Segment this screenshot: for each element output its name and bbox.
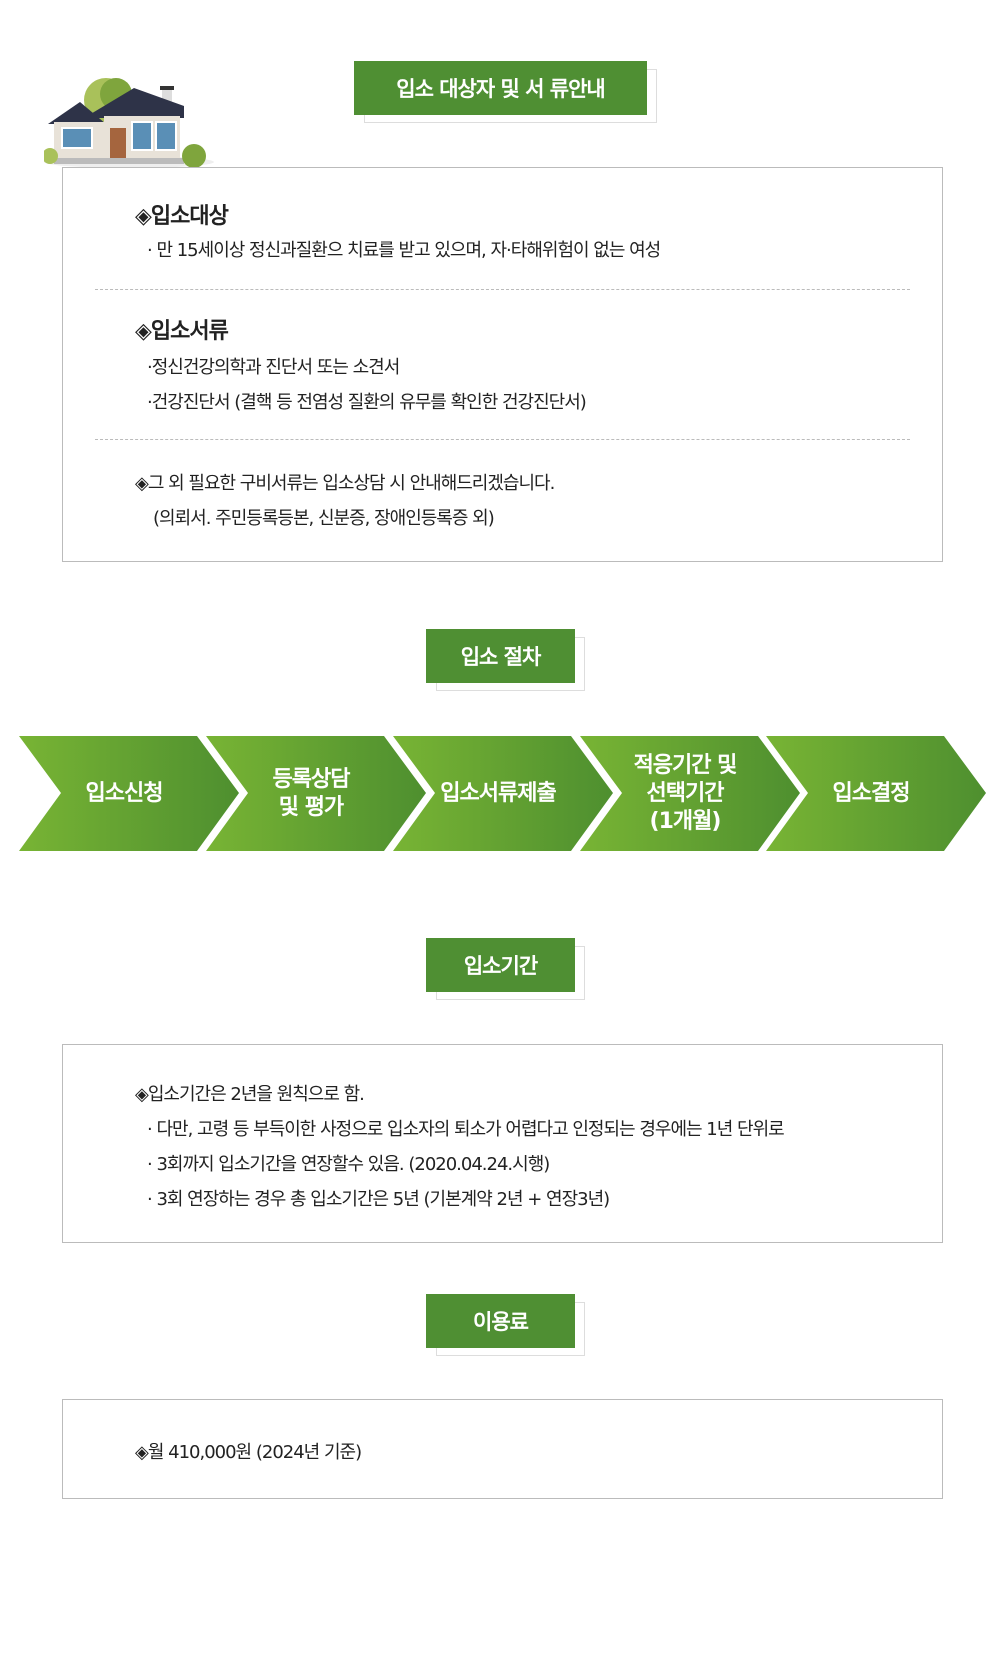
admission-info-box: ◈입소대상 · 만 15세이상 정신과질환으 치료를 받고 있으며, 자·타해위… [62,167,943,562]
step-label: 입소결정 [832,780,911,806]
step-label: 적응기간 및 선택기간 (1개월) [633,752,738,834]
section-title-text: 이용료 [426,1294,575,1348]
period-box: ◈입소기간은 2년을 원칙으로 함. · 다만, 고령 등 부득이한 사정으로 … [62,1044,943,1243]
period-line: · 3회 연장하는 경우 총 입소기간은 5년 (기본계약 2년 + 연장3년) [147,1189,610,1210]
section-title-procedure: 입소 절차 [426,629,585,691]
divider [95,289,910,290]
docs-line: ·정신건강의학과 진단서 또는 소견서 [147,357,400,378]
step-4: 적응기간 및 선택기간 (1개월) [580,736,800,851]
step-1: 입소신청 [19,736,239,851]
period-line: · 다만, 고령 등 부득이한 사정으로 입소자의 퇴소가 어렵다고 인정되는 … [147,1119,785,1140]
section-title-text: 입소 절차 [426,629,575,683]
section-title-text: 입소기간 [426,938,575,992]
step-2: 등록상담 및 평가 [206,736,426,851]
step-label: 등록상담 및 평가 [272,766,351,820]
step-label: 입소서류제출 [440,780,556,806]
section-title-admission-docs: 입소 대상자 및 서 류안내 [354,61,657,123]
other-docs-sub: (의뢰서. 주민등록등본, 신분증, 장애인등록증 외) [153,508,495,529]
target-heading: ◈입소대상 [135,204,229,229]
period-line: · 3회까지 입소기간을 연장할수 있음. (2020.04.24.시행) [147,1154,550,1175]
fee-line: ◈월 410,000원 (2024년 기준) [135,1442,362,1463]
docs-line: ·건강진단서 (결핵 등 전염성 질환의 유무를 확인한 건강진단서) [147,392,587,413]
divider [95,439,910,440]
step-label: 입소신청 [85,780,164,806]
section-title-fee: 이용료 [426,1294,585,1356]
section-title-text: 입소 대상자 및 서 류안내 [354,61,647,115]
target-line: · 만 15세이상 정신과질환으 치료를 받고 있으며, 자·타해위험이 없는 … [147,240,661,261]
fee-box: ◈월 410,000원 (2024년 기준) [62,1399,943,1499]
docs-heading: ◈입소서류 [135,319,229,344]
section-title-period: 입소기간 [426,938,585,1000]
other-docs-line: ◈그 외 필요한 구비서류는 입소상담 시 안내해드리겠습니다. [135,473,555,494]
period-line: ◈입소기간은 2년을 원칙으로 함. [135,1084,365,1105]
house-illustration [42,70,224,170]
step-5: 입소결정 [766,736,986,851]
step-3: 입소서류제출 [393,736,613,851]
